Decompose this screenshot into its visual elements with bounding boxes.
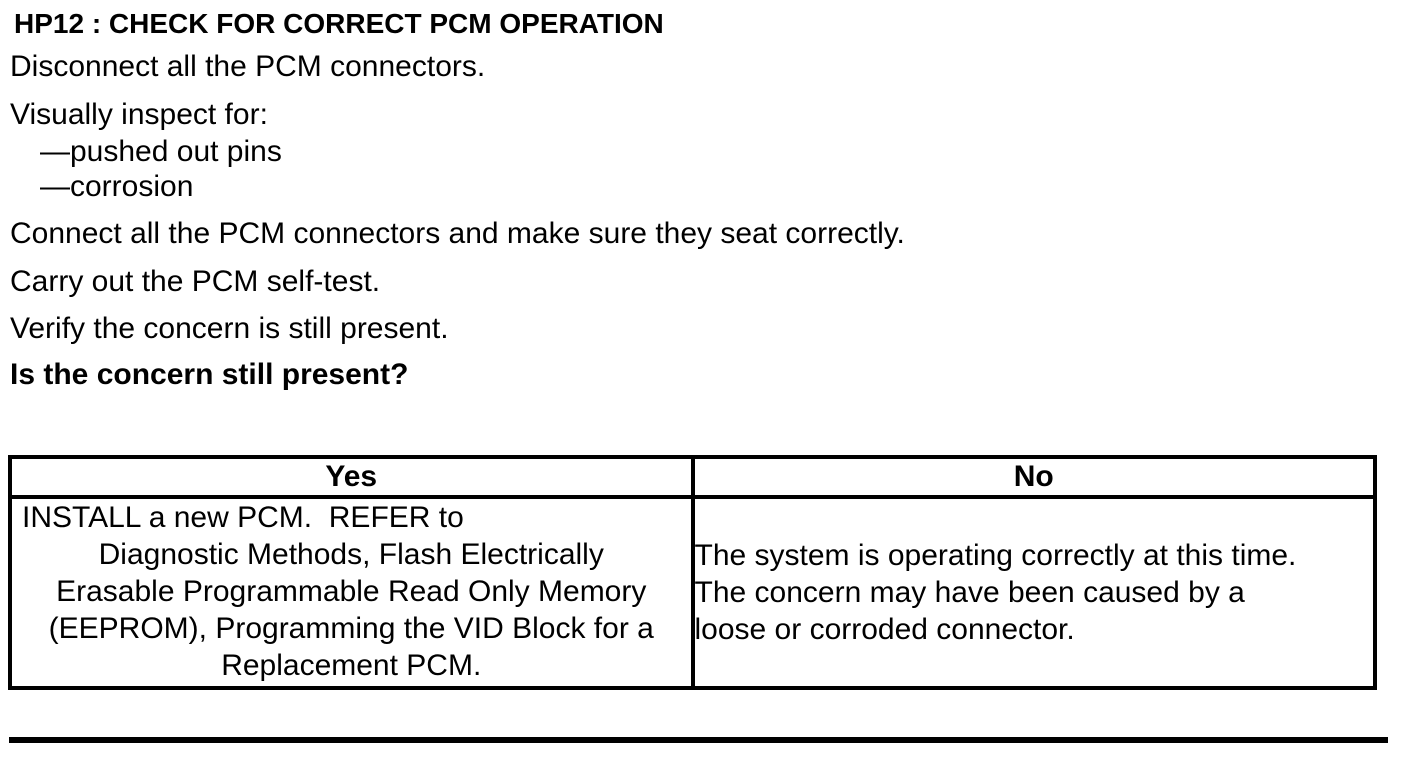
step-disconnect: Disconnect all the PCM connectors. [10,50,486,83]
inspect-item-corrosion: —corrosion [40,170,194,203]
results-body-row: INSTALL a new PCM. REFER to Diagnostic M… [8,495,1377,690]
results-table: Yes No INSTALL a new PCM. REFER to Diagn… [8,455,1377,690]
question-text: Is the concern still present? [10,358,409,391]
step-verify: Verify the concern is still present. [10,312,449,345]
inspect-item-pins: —pushed out pins [40,135,282,168]
no-result-cell: The system is operating correctly at thi… [690,495,1377,690]
results-header-row: Yes No [8,455,1377,499]
yes-result-cell: INSTALL a new PCM. REFER to Diagnostic M… [8,495,695,690]
yes-result-line: (EEPROM), Programming the VID Block for … [48,612,654,645]
procedure-heading: HP12 : CHECK FOR CORRECT PCM OPERATION [14,8,664,39]
no-result-line: The concern may have been caused by a [694,576,1245,609]
yes-result-line: Erasable Programmable Read Only Memory [56,575,647,608]
no-column-header: No [690,455,1377,499]
yes-column-header: Yes [8,455,695,499]
yes-result-line: Replacement PCM. [221,649,482,682]
step-self-test: Carry out the PCM self-test. [10,265,381,298]
no-result-line: loose or corroded connector. [694,613,1075,646]
step-connect: Connect all the PCM connectors and make … [10,217,905,250]
page-divider-rule [9,737,1388,743]
yes-result-line: Diagnostic Methods, Flash Electrically [98,538,604,571]
no-result-line: The system is operating correctly at thi… [694,539,1297,572]
yes-result-line: INSTALL a new PCM. REFER to [22,501,464,534]
step-inspect-intro: Visually inspect for: [10,98,268,131]
